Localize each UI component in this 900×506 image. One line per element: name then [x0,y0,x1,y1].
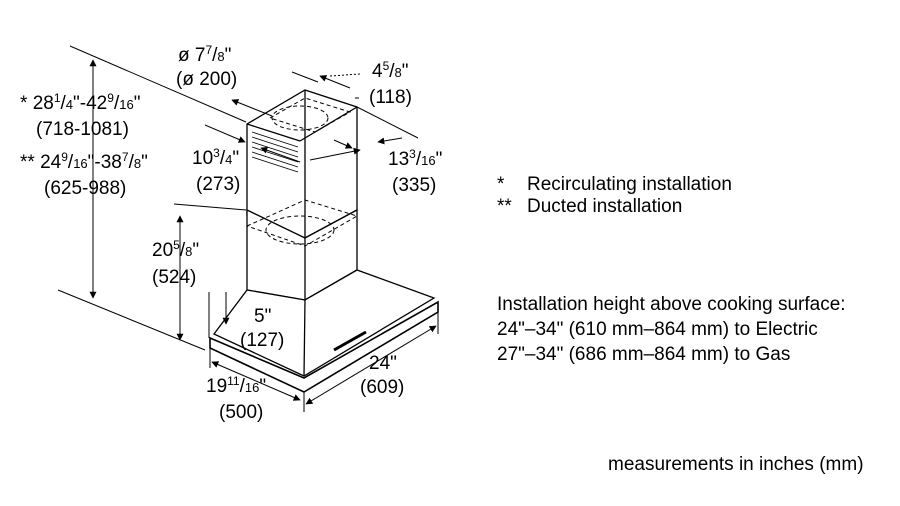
height-ducted-label: ** 249/16"-387/8" [20,150,148,173]
lower-chimney-metric: (524) [152,267,196,288]
hood-width-metric: (609) [360,377,404,398]
chimney-width-metric: (273) [196,174,240,195]
duct-diameter-label: ø 77/8" [178,43,231,66]
dimension-lines [57,45,439,412]
hood-depth-label: 1911/16" [206,374,266,397]
height-recirc-metric: (718-1081) [36,119,129,140]
installation-gas: 27"–34" (686 mm–864 mm) to Gas [497,344,791,365]
hidden-duct-lines [246,97,362,247]
canopy-height-metric: (127) [240,330,284,351]
chimney-width-label: 103/4" [192,146,239,169]
chimney-depth-label: 133/16" [388,147,442,170]
hood-depth-metric: (500) [219,402,263,423]
chimney-depth-metric: (335) [392,175,436,196]
depth-offset-label: 45/8" [372,59,409,82]
legend-text: Ducted installation [527,196,683,217]
height-ducted-metric: (625-988) [44,178,126,199]
legend-recirculating: * Recirculating installation [497,174,732,196]
vent-grille [251,131,299,173]
legend-ducted: ** Ducted installation [497,196,682,218]
installation-electric: 24"–34" (610 mm–864 mm) to Electric [497,319,818,340]
height-recirc-label: * 281/4"-429/16" [20,91,140,114]
legend-mark: * [497,174,505,195]
units-note: measurements in inches (mm) [608,454,864,475]
installation-heading: Installation height above cooking surfac… [497,294,846,315]
hood-width-label: 24" [369,353,397,374]
lower-chimney-label: 205/8" [152,238,199,261]
legend-text: Recirculating installation [527,174,732,195]
legend-mark: ** [497,196,512,217]
canopy-height-label: 5" [254,306,271,327]
depth-offset-metric: (118) [369,87,412,108]
duct-diameter-metric: (ø 200) [176,69,237,90]
